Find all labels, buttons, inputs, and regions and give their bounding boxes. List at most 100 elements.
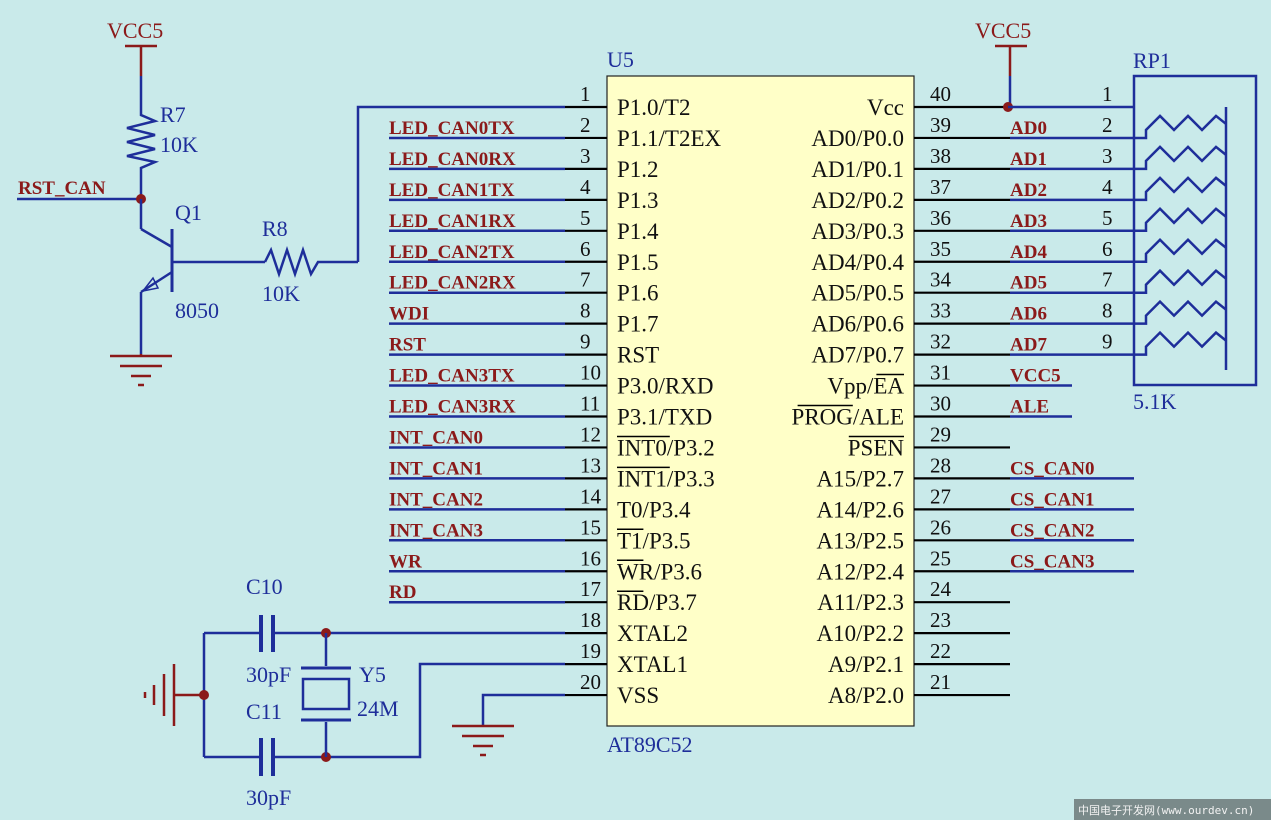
pin-number: 19 — [580, 639, 601, 663]
pin-name: AD4/P0.4 — [811, 250, 904, 275]
net-label: INT_CAN2 — [389, 489, 483, 510]
pin-number: 28 — [930, 453, 951, 477]
pin-name: P1.2 — [617, 157, 659, 182]
net-label: CS_CAN3 — [1010, 551, 1094, 572]
pin-name: P1.0/T2 — [617, 95, 690, 120]
r7-ref: R7 — [160, 102, 186, 127]
pin-name: P1.4 — [617, 219, 659, 244]
rp1-resistor-element — [1134, 268, 1227, 294]
vcc-symbol-right: VCC5 — [975, 18, 1134, 112]
pin-number: 33 — [930, 299, 951, 323]
pin-name: A8/P2.0 — [828, 683, 904, 708]
pin-name: AD7/P0.7 — [811, 343, 904, 368]
pin-name: T1/P3.5 — [617, 528, 690, 553]
pin-number: 25 — [930, 546, 951, 570]
pin-name: P1.5 — [617, 250, 659, 275]
q1-transistor — [139, 199, 265, 354]
net-label: ALE — [1010, 397, 1049, 418]
pin-name: PSEN — [848, 435, 905, 460]
rst-can-net-label: RST_CAN — [18, 178, 106, 199]
net-label: LED_CAN2TX — [389, 242, 515, 263]
pin-number: 10 — [580, 361, 601, 385]
net-label: LED_CAN0RX — [389, 149, 516, 170]
pin-name: P3.0/RXD — [617, 374, 714, 399]
rp1-pin-number: 2 — [1102, 113, 1113, 137]
c11-value: 30pF — [246, 785, 291, 810]
net-label: AD7 — [1010, 335, 1047, 356]
pin-name: A10/P2.2 — [816, 621, 904, 646]
pin-name: Vcc — [867, 95, 904, 120]
rp1-pin-number: 3 — [1102, 144, 1113, 168]
pin-name: A13/P2.5 — [816, 528, 904, 553]
c10-value: 30pF — [246, 662, 291, 687]
pin-number: 14 — [580, 484, 602, 508]
net-label: AD0 — [1010, 118, 1047, 139]
pin-name: P1.1/T2EX — [617, 126, 722, 151]
rp1-resistor-element — [1134, 299, 1227, 325]
u5-part: AT89C52 — [607, 732, 693, 757]
net-label: VCC5 — [1010, 366, 1061, 387]
u5-pin-5: 5P1.4 LED_CAN1RX — [389, 206, 659, 244]
vss-ground-symbol — [452, 693, 565, 757]
y5-ref: Y5 — [359, 662, 386, 687]
r7-value: 10K — [160, 132, 198, 157]
net-label: INT_CAN3 — [389, 520, 483, 541]
pin-number: 39 — [930, 113, 951, 137]
pin-name: AD6/P0.6 — [811, 312, 904, 337]
pin-name: P1.7 — [617, 312, 659, 337]
rp1-value: 5.1K — [1133, 389, 1177, 414]
u5-left-pins: 1P1.0/T22P1.1/T2EXLED_CAN0TX3P1.2LED_CAN… — [389, 82, 722, 708]
pin-name: P1.6 — [617, 281, 659, 306]
q1-value: 8050 — [175, 298, 219, 323]
net-label: AD3 — [1010, 211, 1047, 232]
pin-number: 5 — [580, 206, 591, 230]
pin-number: 32 — [930, 330, 951, 354]
vcc-label-left: VCC5 — [107, 18, 163, 43]
net-label: RD — [389, 582, 416, 603]
pin-number: 2 — [580, 113, 591, 137]
net-label: LED_CAN3RX — [389, 397, 516, 418]
net-label: LED_CAN1RX — [389, 211, 516, 232]
watermark: 中国电子开发网(www.ourdev.cn) — [1078, 803, 1254, 817]
rp1-pin-number: 8 — [1102, 299, 1113, 323]
pin-number: 20 — [580, 670, 601, 694]
pin-name: A11/P2.3 — [817, 590, 904, 615]
pin-number: 11 — [580, 392, 600, 416]
pin-number: 34 — [930, 268, 952, 292]
pin-number: 3 — [580, 144, 591, 168]
pin-name: XTAL2 — [617, 621, 688, 646]
pin-name: AD2/P0.2 — [811, 188, 904, 213]
pin-number: 22 — [930, 639, 951, 663]
pin-name: XTAL1 — [617, 652, 688, 677]
net-label: WDI — [389, 304, 429, 325]
c11-ref: C11 — [246, 699, 282, 724]
pin-name: Vpp/EA — [827, 374, 904, 399]
pin-name: P3.1/TXD — [617, 405, 712, 430]
pin-number: 35 — [930, 237, 951, 261]
rp1-pin-number: 4 — [1102, 175, 1113, 199]
r8-ref: R8 — [262, 216, 288, 241]
net-label: CS_CAN0 — [1010, 458, 1094, 479]
pin-name: AD1/P0.1 — [811, 157, 904, 182]
pin-number: 8 — [580, 299, 591, 323]
